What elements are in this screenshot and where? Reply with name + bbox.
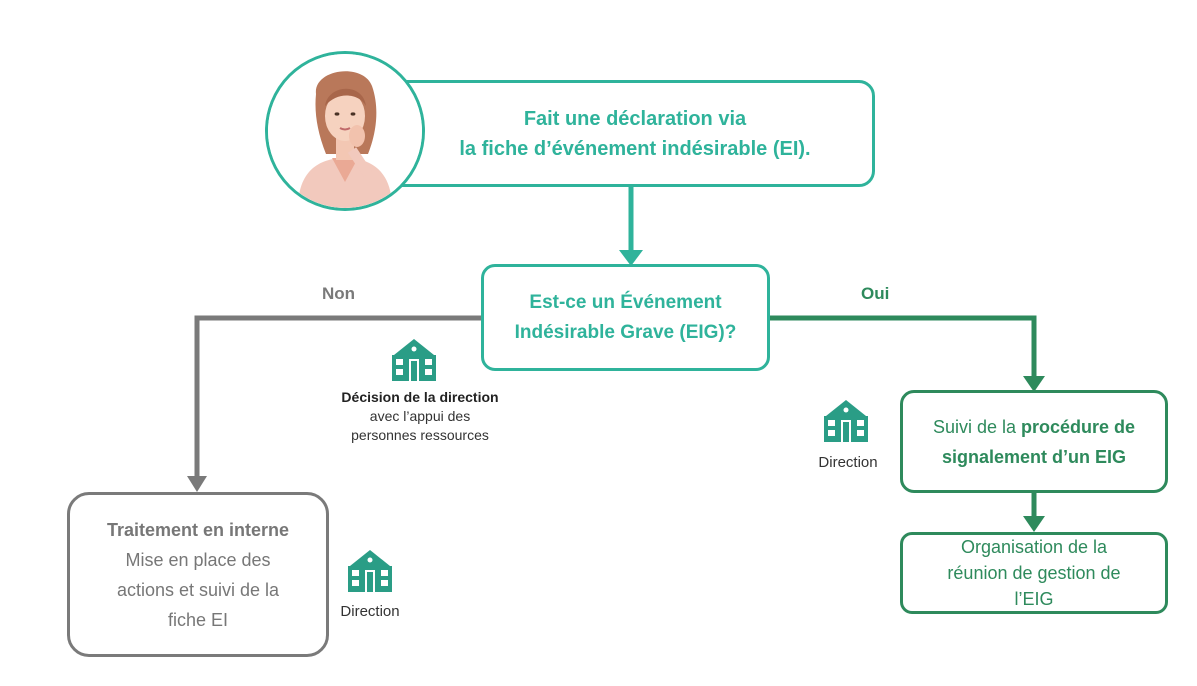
start-box-line2: la fiche d’événement indésirable (EI). [459, 137, 811, 160]
branch-no-label: Non [322, 284, 356, 303]
meeting-line1: Organisation de la [960, 537, 1108, 557]
decision-box-line2: Indésirable Grave (EIG)? [514, 321, 737, 343]
procedure-prefix: Suivi de la [932, 416, 1022, 437]
arrowhead-procedure [1023, 376, 1045, 392]
connector-oui [768, 315, 1037, 378]
direction-decision-note: Décision de la direction avec l’appui de… [320, 388, 520, 445]
arrowhead-internal [187, 476, 207, 492]
connector-non [194, 315, 483, 478]
arrowhead-decision [619, 250, 643, 266]
direction-note-line2: avec l’appui des [369, 408, 471, 424]
procedure-bold1: procédure de [1021, 416, 1136, 437]
branch-yes-label: Oui [861, 284, 890, 303]
start-box: Fait une déclaration via la fiche d’évén… [375, 80, 875, 187]
decision-box: Est-ce un Événement Indésirable Grave (E… [481, 264, 770, 371]
procedure-actor-label: Direction [818, 454, 878, 471]
internal-title: Traitement en interne [106, 519, 290, 540]
building-icon [388, 337, 440, 388]
arrowhead-meeting [1023, 516, 1045, 532]
procedure-line1: Suivi de la procédure de [933, 412, 1135, 442]
building-icon [344, 548, 396, 599]
person-photo [265, 51, 425, 211]
procedure-box: Suivi de la procédure de signalement d’u… [900, 390, 1168, 493]
meeting-box: Organisation de la réunion de gestion de… [900, 532, 1168, 614]
building-icon [820, 398, 872, 449]
internal-actor-label: Direction [340, 603, 400, 620]
meeting-line2: réunion de gestion de [947, 563, 1121, 583]
internal-line3: actions et suivi de la [116, 579, 280, 600]
internal-line2: Mise en place des [125, 549, 271, 570]
start-box-line1: Fait une déclaration via [523, 107, 747, 130]
woman-icon [268, 54, 422, 208]
decision-box-line1: Est-ce un Événement [529, 291, 722, 313]
internal-treatment-box: Traitement en interne Mise en place des … [67, 492, 329, 657]
meeting-line3: l’EIG [1014, 589, 1054, 609]
direction-note-bold: Décision de la direction [341, 389, 499, 405]
procedure-bold2: signalement d’un EIG [941, 446, 1127, 467]
internal-line4: fiche EI [167, 609, 229, 630]
direction-note-line3: personnes ressources [351, 427, 489, 443]
